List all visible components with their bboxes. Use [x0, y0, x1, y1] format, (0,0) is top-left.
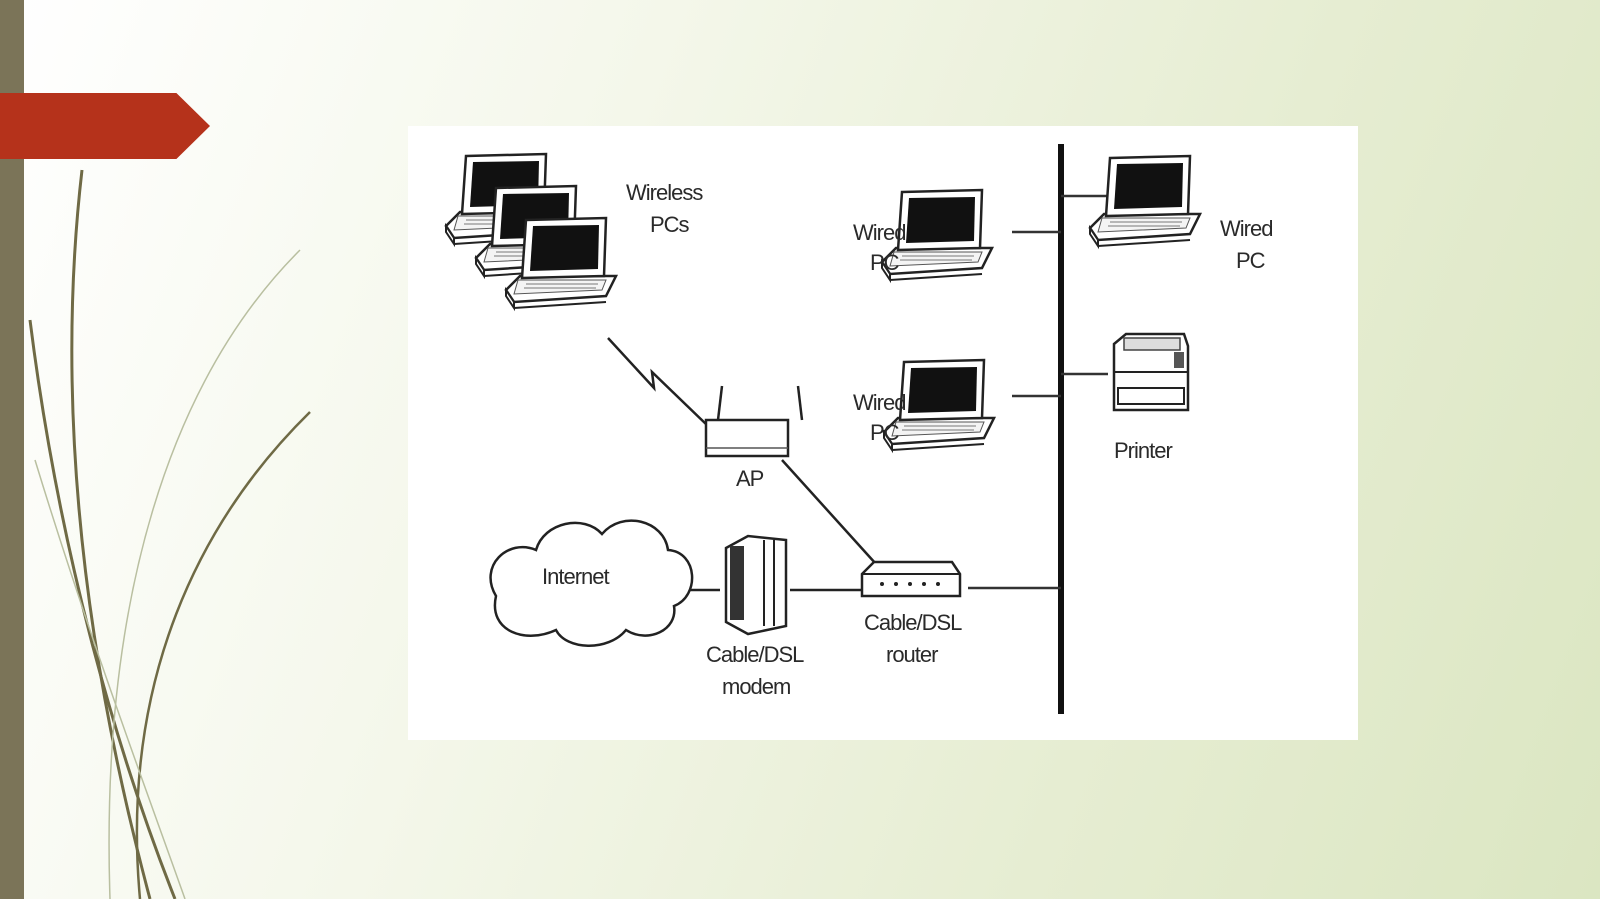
wired-pc-c-label-1: Wired: [1220, 216, 1272, 241]
network-diagram: Wireless PCs Wired PC Wired PC Wired PC …: [444, 144, 1273, 714]
modem-icon: [724, 534, 788, 636]
wired-pc-b-label-1: Wired: [853, 390, 905, 415]
modem-label-1: Cable/DSL: [706, 642, 804, 667]
slide-accent-tab: [0, 93, 210, 159]
wired-pc-b-label-2: PC: [870, 420, 900, 445]
router-label-1: Cable/DSL: [864, 610, 962, 635]
network-diagram-panel: Wireless PCs Wired PC Wired PC Wired PC …: [408, 126, 1358, 740]
wired-pc-a-label-2: PC: [870, 250, 900, 275]
printer-icon: [1112, 332, 1190, 412]
wired-pc-a-label-1: Wired: [853, 220, 905, 245]
internet-label: Internet: [542, 564, 609, 589]
router-icon: [860, 560, 962, 598]
link-ap-router: [781, 459, 877, 565]
modem-label-2: modem: [722, 674, 790, 699]
access-point-icon: [704, 385, 804, 458]
decorative-swoosh: [28, 169, 311, 899]
ap-label: AP: [736, 466, 764, 491]
printer-label: Printer: [1114, 438, 1172, 463]
wireless-link: [607, 337, 709, 427]
laptop-icon: [1088, 154, 1202, 248]
wired-pc-c-label-2: PC: [1236, 248, 1266, 273]
wireless-pcs-label-1: Wireless: [626, 180, 703, 205]
cloud-icon: [489, 519, 694, 647]
wireless-pcs-label-2: PCs: [650, 212, 690, 237]
router-label-2: router: [886, 642, 938, 667]
